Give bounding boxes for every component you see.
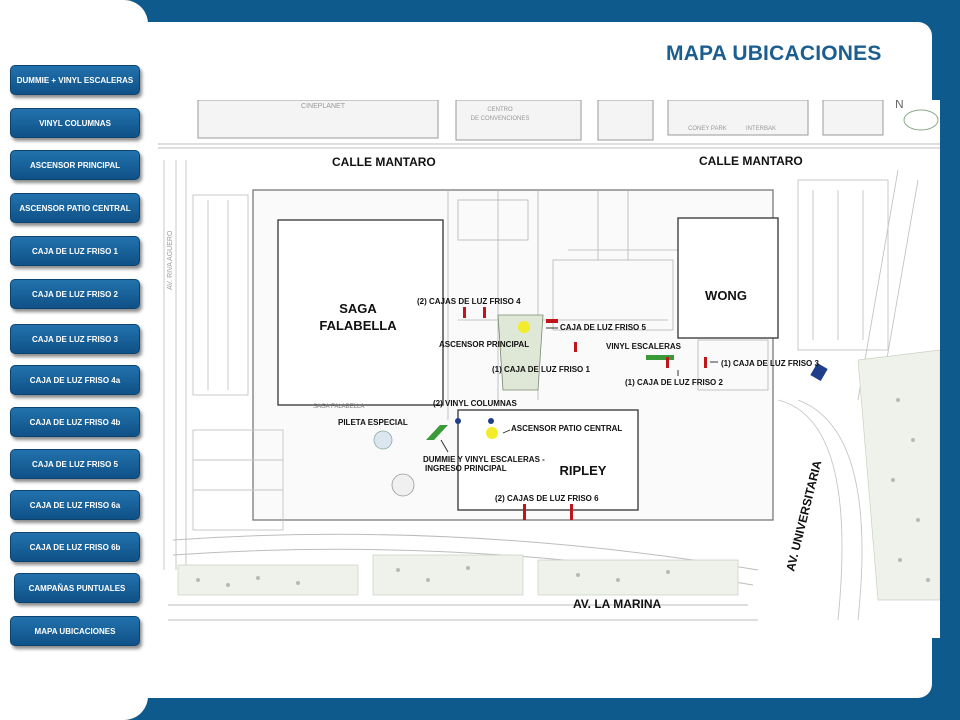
friso3-label: (1) CAJA DE LUZ FRISO 3 (721, 359, 819, 368)
west-parking (192, 194, 284, 531)
pileta-label: PILETA ESPECIAL (338, 418, 408, 427)
friso6-label: (2) CAJAS DE LUZ FRISO 6 (495, 494, 599, 503)
friso2-label: (1) CAJA DE LUZ FRISO 2 (625, 378, 723, 387)
friso5-marker[interactable] (546, 319, 558, 323)
coney-park-label: CONEY PARK (688, 126, 727, 132)
dummie-label-line1: DUMMIE Y VINYL ESCALERAS - (423, 455, 545, 464)
nav-campanas-puntuales-button[interactable]: CAMPAÑAS PUNTUALES (14, 573, 140, 603)
wong-label: WONG (705, 288, 747, 303)
ascensor-patio-label: ASCENSOR PATIO CENTRAL (511, 424, 622, 433)
page-title: MAPA UBICACIONES (666, 42, 882, 65)
nav-caja-friso-3-button[interactable]: CAJA DE LUZ FRISO 3 (10, 324, 140, 354)
ripley-label: RIPLEY (560, 463, 607, 478)
friso6-marker-b[interactable] (570, 504, 573, 520)
friso4-marker-a[interactable] (463, 307, 466, 318)
nav-caja-friso-6a-button[interactable]: CAJA DE LUZ FRISO 6a (10, 490, 140, 520)
calle-mantaro-right-label: CALLE MANTARO (699, 154, 803, 168)
av-la-marina-label: AV. LA MARINA (573, 597, 662, 611)
friso4-label: (2) CAJAS DE LUZ FRISO 4 (417, 297, 521, 306)
ascensor-patio-marker[interactable] (486, 427, 498, 439)
nav-mapa-ubicaciones-button[interactable]: MAPA UBICACIONES (10, 616, 140, 646)
green-areas (177, 349, 940, 601)
mall-location-map: CINEPLANET CENTRO DE CONVENCIONES CONEY … (158, 100, 940, 638)
ascensor-principal-label: ASCENSOR PRINCIPAL (439, 340, 529, 349)
calle-mantaro-left-label: CALLE MANTARO (332, 155, 436, 169)
nav-caja-friso-2-button[interactable]: CAJA DE LUZ FRISO 2 (10, 279, 140, 309)
ascensor-principal-marker[interactable] (518, 321, 530, 333)
nav-ascensor-principal-button[interactable]: ASCENSOR PRINCIPAL (10, 150, 140, 180)
friso4-marker-b[interactable] (483, 307, 486, 318)
leader-lines (440, 327, 718, 453)
wong-block (677, 217, 779, 339)
saga-falabella-block (277, 219, 444, 406)
friso3-marker[interactable] (704, 357, 707, 368)
saga-label-line2: FALABELLA (319, 318, 397, 333)
tree-dots (196, 398, 930, 587)
nav-caja-friso-6b-button[interactable]: CAJA DE LUZ FRISO 6b (10, 532, 140, 562)
nav-vinyl-columnas-button[interactable]: VINYL COLUMNAS (10, 108, 140, 138)
cineplanet-label: CINEPLANET (301, 103, 346, 110)
nav-caja-friso-1-button[interactable]: CAJA DE LUZ FRISO 1 (10, 236, 140, 266)
ripley-block (457, 409, 639, 511)
friso6-marker-a[interactable] (523, 504, 526, 520)
vinyl-escaleras-marker[interactable] (646, 355, 674, 360)
friso1-label: (1) CAJA DE LUZ FRISO 1 (492, 365, 590, 374)
east-blue-marker (810, 362, 828, 382)
friso2-marker[interactable] (666, 357, 669, 368)
interbak-label: INTERBAK (746, 126, 776, 132)
vinyl-columna-marker-a[interactable] (455, 418, 461, 424)
saga-small-label: SAGA FALABELLA (313, 404, 364, 410)
av-riva-aguero-label: AV. RIVA AGUERO (167, 230, 174, 290)
atrium-area (497, 314, 544, 391)
nav-caja-friso-4a-button[interactable]: CAJA DE LUZ FRISO 4a (10, 365, 140, 395)
mall-interior-lines (447, 190, 769, 420)
nav-ascensor-patio-central-button[interactable]: ASCENSOR PATIO CENTRAL (10, 193, 140, 223)
west-avenue (163, 160, 187, 570)
nav-caja-friso-5-button[interactable]: CAJA DE LUZ FRISO 5 (10, 449, 140, 479)
friso5-label: CAJA DE LUZ FRISO 5 (560, 323, 646, 332)
vinyl-escaleras-label: VINYL ESCALERAS (606, 342, 682, 351)
compass-icon (903, 109, 939, 131)
friso1-marker[interactable] (574, 342, 577, 352)
nav-caja-friso-4b-button[interactable]: CAJA DE LUZ FRISO 4b (10, 407, 140, 437)
convenciones-label: DE CONVENCIONES (471, 116, 530, 122)
pileta-fountain-icon (373, 430, 393, 450)
dummie-label-line2: INGRESO PRINCIPAL (425, 464, 507, 473)
north-buildings (197, 100, 884, 141)
vinyl-columna-marker-b[interactable] (488, 418, 494, 424)
location-markers (426, 307, 828, 520)
dummie-escaleras-marker[interactable] (426, 425, 448, 440)
north-label: N (895, 100, 904, 111)
nav-dummie-vinyl-escaleras-button[interactable]: DUMMIE + VINYL ESCALERAS (10, 65, 140, 95)
saga-label-line1: SAGA (339, 301, 377, 316)
centro-label: CENTRO (487, 107, 513, 113)
vinyl-columnas-label: (2) VINYL COLUMNAS (433, 399, 518, 408)
